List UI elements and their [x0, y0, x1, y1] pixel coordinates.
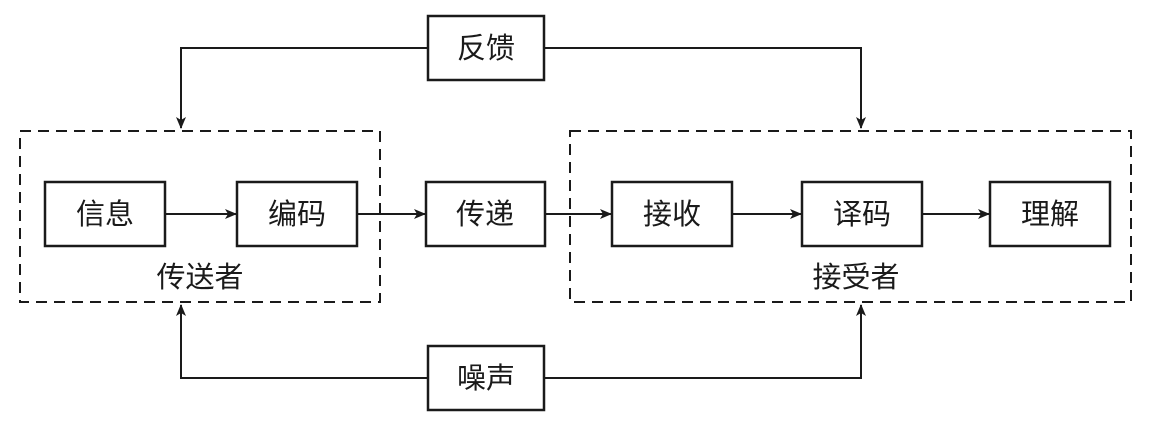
noise-box: 噪声: [426, 344, 546, 412]
decoding-box: 译码: [800, 180, 924, 248]
noise-to-sender-arrow: [176, 304, 428, 379]
sender-group: 传送者: [19, 130, 381, 303]
receiver-group: 接受者: [569, 130, 1132, 303]
feedback-box: 反馈: [426, 14, 546, 82]
sender-group-label: 传送者: [156, 260, 243, 294]
feedback-to-receiver-arrow: [544, 47, 866, 129]
encoding-label: 编码: [268, 197, 326, 231]
understanding-label: 理解: [1021, 197, 1079, 231]
receiver-group-label: 接受者: [812, 260, 899, 294]
noise-to-receiver-arrow: [544, 304, 866, 379]
feedback-to-sender-arrow: [176, 47, 428, 129]
transmission-label: 传递: [456, 197, 514, 231]
understanding-box: 理解: [988, 180, 1112, 248]
reception-label: 接收: [643, 197, 701, 231]
encoding-box: 编码: [235, 180, 359, 248]
reception-box: 接收: [610, 180, 734, 248]
decoding-label: 译码: [833, 197, 891, 231]
information-label: 信息: [76, 197, 134, 231]
information-box: 信息: [43, 180, 167, 248]
transmission-box: 传递: [424, 180, 547, 248]
noise-label: 噪声: [457, 361, 515, 395]
feedback-label: 反馈: [457, 31, 515, 65]
